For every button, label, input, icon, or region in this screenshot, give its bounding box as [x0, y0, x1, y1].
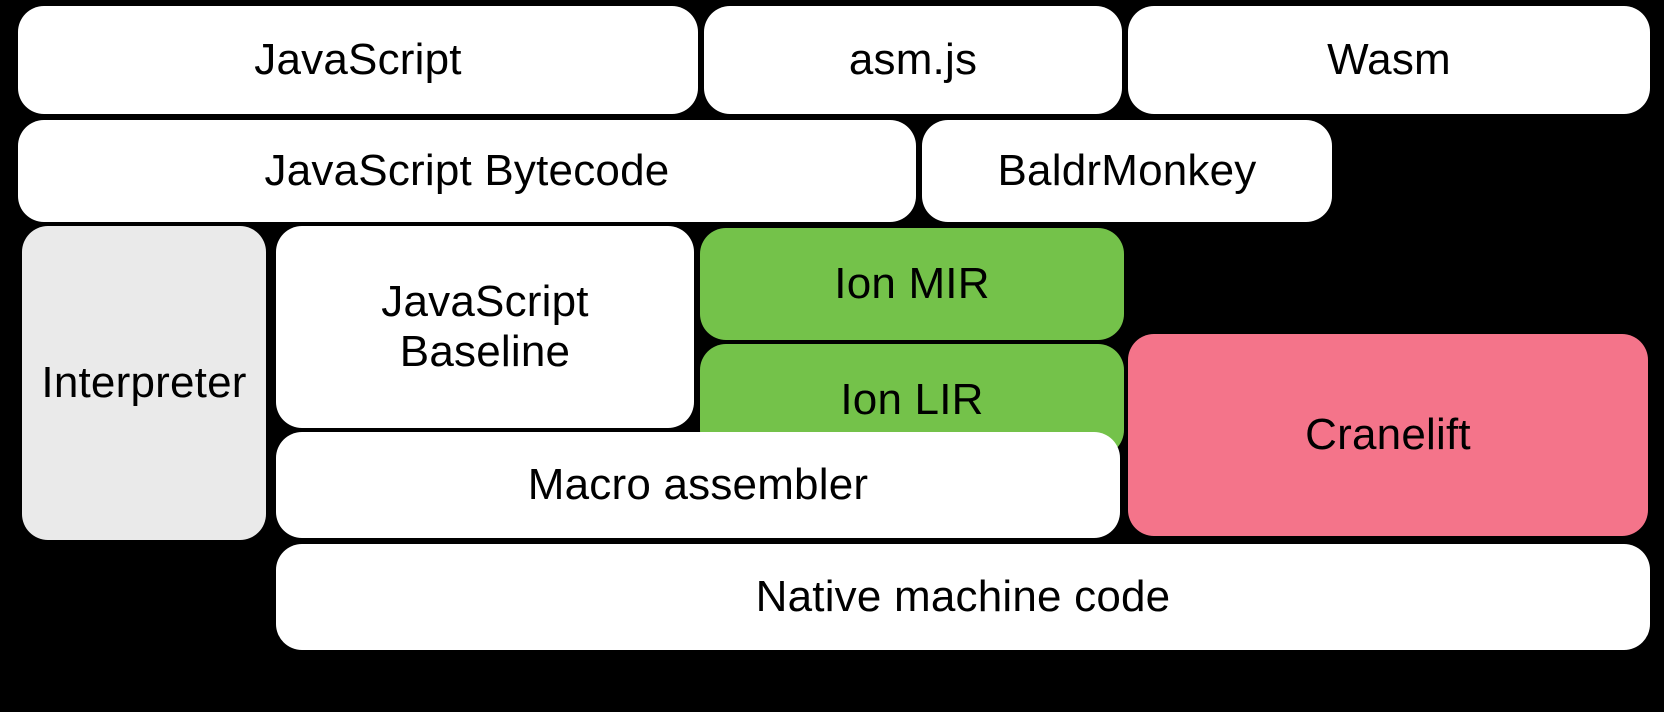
node-cranelift[interactable]: Cranelift: [1128, 334, 1648, 536]
node-javascript[interactable]: JavaScript: [18, 6, 698, 114]
node-baldrmonkey[interactable]: BaldrMonkey: [922, 120, 1332, 222]
node-macro-assembler[interactable]: Macro assembler: [276, 432, 1120, 538]
node-ion-mir[interactable]: Ion MIR: [700, 228, 1124, 340]
node-javascript-bytecode[interactable]: JavaScript Bytecode: [18, 120, 916, 222]
node-interpreter[interactable]: Interpreter: [22, 226, 266, 540]
node-javascript-baseline[interactable]: JavaScript Baseline: [276, 226, 694, 428]
node-native-machine-code[interactable]: Native machine code: [276, 544, 1650, 650]
node-asm-js[interactable]: asm.js: [704, 6, 1122, 114]
node-wasm[interactable]: Wasm: [1128, 6, 1650, 114]
